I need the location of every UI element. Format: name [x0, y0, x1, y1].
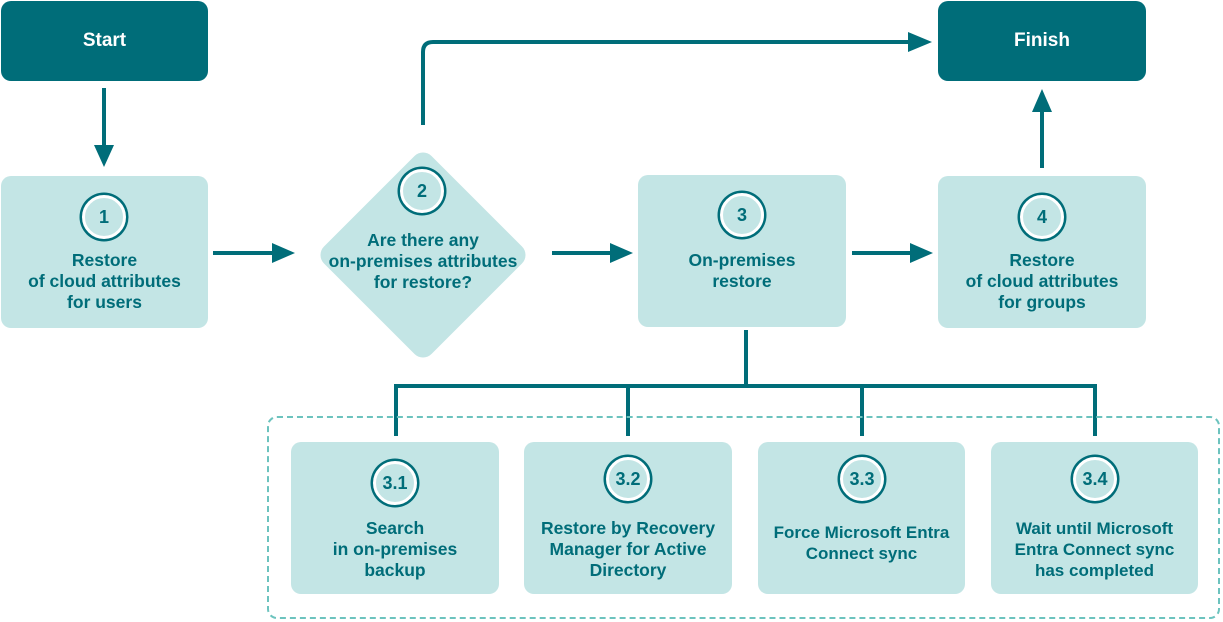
- arrowhead-step3-to-step4: [910, 243, 933, 263]
- substep-3-3-badge: 3.3: [840, 457, 884, 501]
- substep-3-1-box: 3.1 Search in on-premises backup: [291, 442, 499, 594]
- substep-3-1-badge: 3.1: [373, 461, 417, 505]
- step-2-badge: 2: [400, 169, 444, 213]
- substep-3-1-label: Search in on-premises backup: [332, 518, 458, 580]
- substep-3-2-label: Restore by Recovery Manager for Active D…: [540, 518, 716, 580]
- step-1-box: 1 Restore of cloud attributes for users: [1, 176, 208, 328]
- finish-terminal: Finish: [938, 1, 1146, 81]
- finish-label: Finish: [1014, 30, 1070, 51]
- on-premises-substeps-group: [267, 416, 1220, 619]
- substep-3-2-badge: 3.2: [606, 457, 650, 501]
- step-4-label: Restore of cloud attributes for groups: [965, 250, 1119, 312]
- arrow-step2-to-finish: [421, 40, 912, 125]
- substep-3-2-box: 3.2 Restore by Recovery Manager for Acti…: [524, 442, 732, 594]
- step-4-badge: 4: [1020, 195, 1064, 239]
- arrowhead-step2-to-step3: [610, 243, 633, 263]
- start-label: Start: [82, 30, 127, 51]
- substep-3-4-label: Wait until Microsoft Entra Connect sync …: [1014, 519, 1175, 580]
- arrowhead-step4-to-finish: [1032, 89, 1052, 112]
- step-1-badge: 1: [82, 195, 126, 239]
- substep-3-3-label: Force Microsoft Entra Connect sync: [773, 523, 950, 563]
- start-terminal: Start: [1, 1, 208, 81]
- step-2-decision: 2 Are there any on-premises attributes f…: [300, 130, 546, 376]
- substep-3-4-badge: 3.4: [1073, 457, 1117, 501]
- substep-3-4-box: 3.4 Wait until Microsoft Entra Connect s…: [991, 442, 1198, 594]
- step-3-box: 3 On-premises restore: [638, 175, 846, 327]
- step-4-box: 4 Restore of cloud attributes for groups: [938, 176, 1146, 328]
- step-2-label: Are there any on-premises attributes for…: [328, 230, 518, 292]
- arrowhead-step2-to-finish: [908, 32, 932, 52]
- step-1-label: Restore of cloud attributes for users: [28, 250, 181, 312]
- arrowhead-step1-to-step2: [272, 243, 295, 263]
- step-3-label: On-premises restore: [688, 250, 796, 291]
- substep-3-3-box: 3.3 Force Microsoft Entra Connect sync: [758, 442, 965, 594]
- decision-diamond-shape: [320, 152, 526, 358]
- step-3-badge: 3: [720, 193, 764, 237]
- arrowhead-start-to-step1: [94, 145, 114, 167]
